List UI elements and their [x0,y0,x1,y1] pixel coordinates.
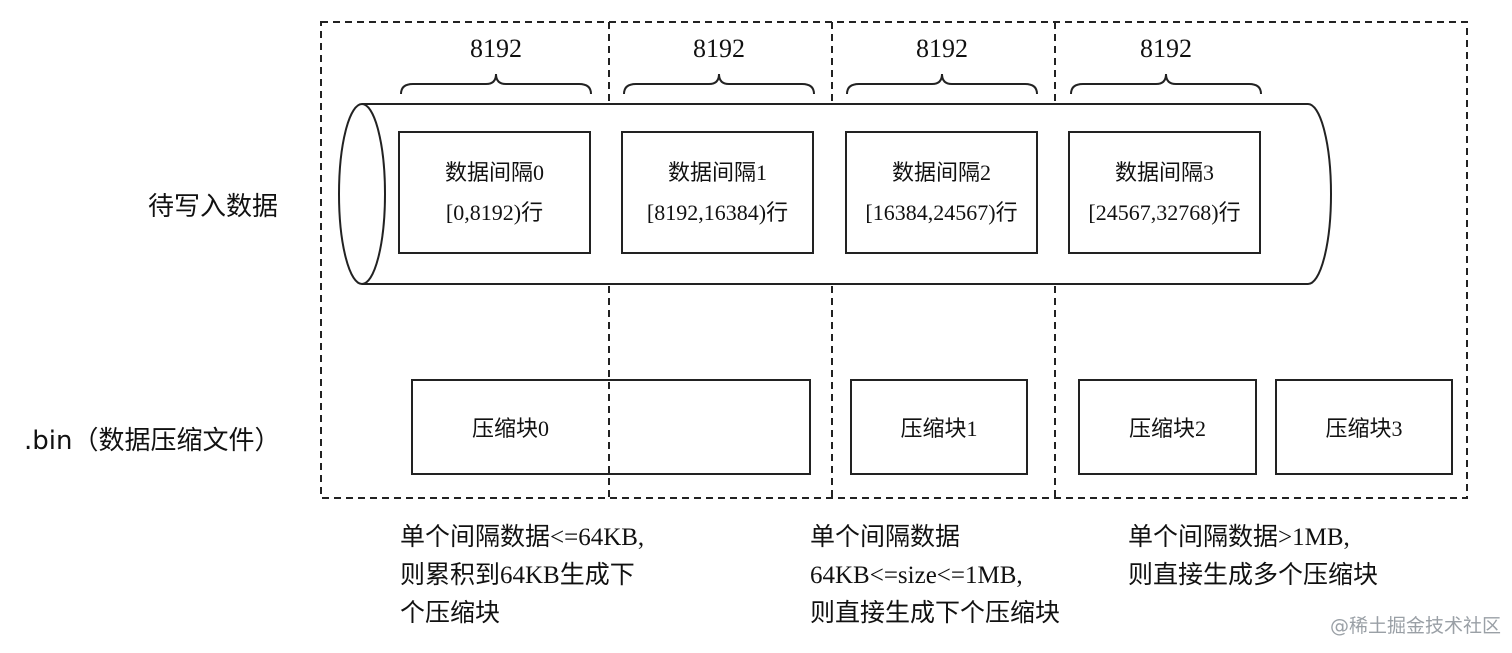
block-box-3 [1275,379,1453,475]
brace-4 [1070,73,1262,95]
bin-file-label: .bin（数据压缩文件） [24,426,281,456]
interval-title: 数据间隔3 [1114,160,1214,185]
interval-2: 数据间隔2 [16384,24567)行 [846,153,1037,233]
block-label-1: 压缩块1 [900,416,978,441]
dashed-frame [320,21,1468,499]
note-line: 单个间隔数据>1MB, [1128,524,1350,551]
note-line: 64KB<=size<=1MB, [810,562,1023,589]
brace-2 [623,73,815,95]
input-data-label: 待写入数据 [148,192,279,222]
interval-0: 数据间隔0 [0,8192)行 [399,153,590,233]
block-box-2 [1078,379,1257,475]
interval-range: [24567,32768)行 [1088,200,1241,225]
note-line: 则累积到64KB生成下 [400,562,635,589]
interval-title: 数据间隔2 [891,160,991,185]
cylinder-left-cap [338,103,386,285]
block-boxes [411,379,1453,475]
interval-1: 数据间隔1 [8192,16384)行 [622,153,813,233]
interval-count-2: 8192 [916,34,968,63]
interval-count-3: 8192 [1140,34,1192,63]
block-label-0: 压缩块0 [471,416,549,441]
interval-range: [8192,16384)行 [646,200,789,225]
brace-3 [846,73,1038,95]
interval-box-1 [621,131,814,254]
note-line: 个压缩块 [400,600,501,627]
interval-count-0: 8192 [470,34,522,63]
block-box-0 [411,379,811,475]
note-large-interval: 单个间隔数据>1MB, 则直接生成多个压缩块 [1128,519,1378,595]
interval-range: [0,8192)行 [445,200,544,225]
note-line: 单个间隔数据 [810,524,961,551]
interval-title: 数据间隔1 [667,160,767,185]
interval-boxes [398,131,1261,254]
block-box-1 [850,379,1028,475]
braces [400,73,1262,95]
block-label-2: 压缩块2 [1128,416,1206,441]
brace-1 [400,73,592,95]
watermark: @稀土掘金技术社区 [1330,615,1502,637]
note-line: 则直接生成下个压缩块 [810,600,1061,627]
note-medium-interval: 单个间隔数据 64KB<=size<=1MB, 则直接生成下个压缩块 [810,519,1060,633]
note-line: 单个间隔数据<=64KB, [400,524,645,551]
dashed-grid [320,21,1468,499]
interval-range: [16384,24567)行 [865,200,1018,225]
note-line: 则直接生成多个压缩块 [1128,562,1379,589]
interval-box-3 [1068,131,1261,254]
interval-box-2 [845,131,1038,254]
interval-3: 数据间隔3 [24567,32768)行 [1069,153,1260,233]
block-label-3: 压缩块3 [1325,416,1403,441]
interval-count-1: 8192 [693,34,745,63]
note-small-interval: 单个间隔数据<=64KB, 则累积到64KB生成下 个压缩块 [400,519,644,633]
interval-box-0 [398,131,591,254]
interval-title: 数据间隔0 [444,160,544,185]
